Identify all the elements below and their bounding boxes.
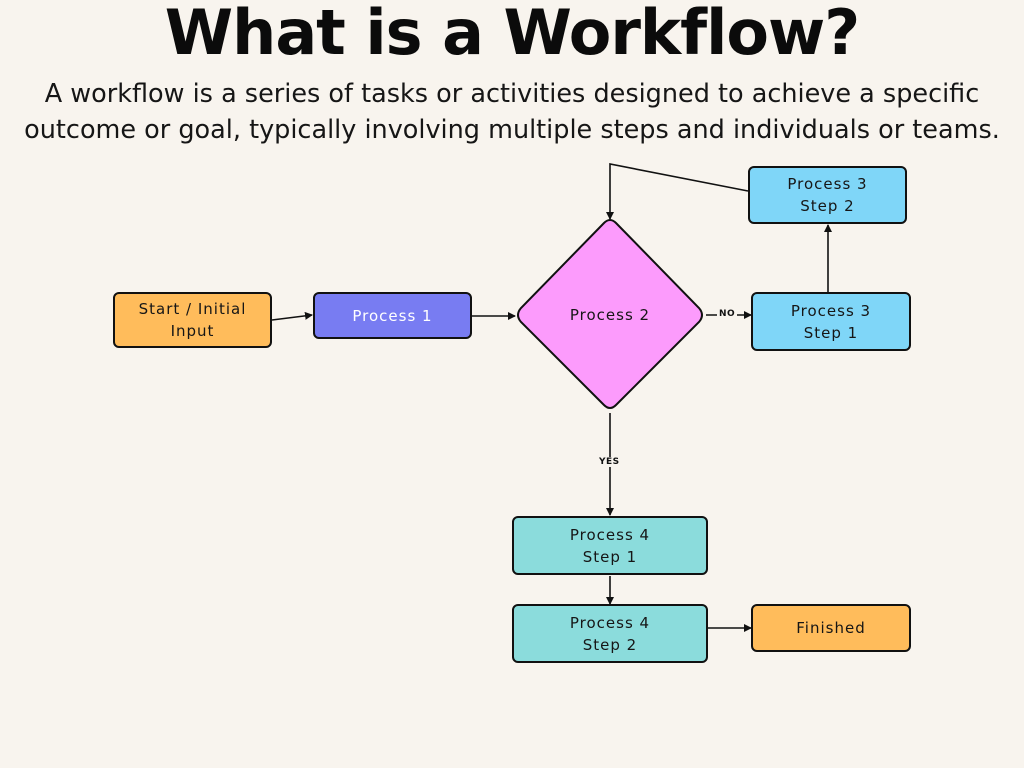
page-title: What is a Workflow? (164, 0, 860, 69)
page-subtitle: A workflow is a series of tasks or activ… (24, 79, 1000, 145)
arrow-start-to-process1 (271, 311, 313, 321)
finished-node[interactable]: Finished (751, 604, 911, 652)
edge-label-no: NO (717, 309, 738, 319)
process2-diamond[interactable] (517, 219, 703, 409)
process3-step1-node[interactable]: Process 3 Step 1 (751, 292, 911, 351)
process4-step1-node[interactable]: Process 4 Step 1 (512, 516, 708, 575)
process3-step2-node[interactable]: Process 3 Step 2 (748, 166, 907, 224)
process2-label: Process 2 (569, 306, 651, 324)
process4-step2-node[interactable]: Process 4 Step 2 (512, 604, 708, 663)
edge-label-yes: YES (597, 457, 622, 467)
process1-node[interactable]: Process 1 (313, 292, 472, 339)
start-node[interactable]: Start / Initial Input (113, 292, 272, 348)
arrow-process3-step2-to-process2 (606, 163, 749, 220)
